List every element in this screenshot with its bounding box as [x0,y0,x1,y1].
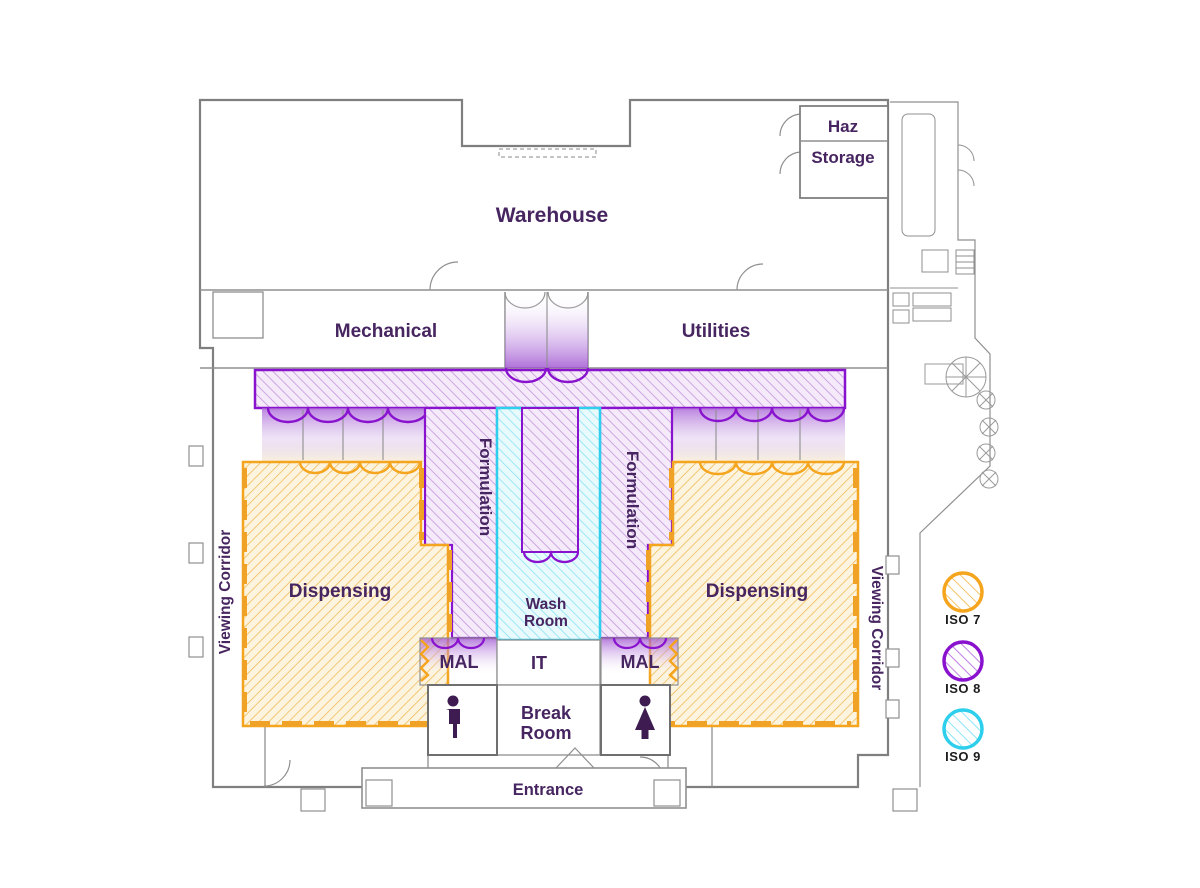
mal-left-starburst-border [419,639,430,682]
break-room-label-line2: Room [521,723,572,743]
wash-room-label-line1: Wash [526,596,567,613]
haz-label-line2: Storage [811,148,874,167]
utilities-label: Utilities [682,321,751,342]
mal-right-starburst-border [668,639,679,682]
formulation-left-label: Formulation [476,438,495,536]
female-restroom-icon [635,695,655,739]
restroom-women [600,684,671,756]
iso8-swatch-icon [942,640,984,682]
male-restroom-icon [446,695,460,738]
mechanical-label: Mechanical [335,321,437,342]
right-wing-equipment [890,113,975,324]
it-room [496,639,601,686]
haz-label-line1: Haz [828,117,858,136]
formulation-right-label: Formulation [623,451,642,549]
viewing-corridor-right-label: Viewing Corridor [868,566,885,691]
entrance-label: Entrance [513,781,584,799]
mal-right-label: MAL [621,652,660,672]
iso9-legend-label: ISO 9 [945,749,981,764]
tree-icons [976,390,999,489]
dispensing-left-label: Dispensing [289,581,391,602]
iso7-swatch-icon [942,571,984,613]
entrance-vestibule [361,747,687,809]
mal-right-room [600,637,679,686]
dispensing-right-room [648,460,860,728]
spiral-stair-icon [924,356,987,398]
wash-room [495,406,602,642]
mal-left-label: MAL [440,652,479,672]
viewing-corridor-left-label: Viewing Corridor [217,530,234,655]
iso8-legend-label: ISO 8 [945,681,981,696]
haz-storage-room [799,105,889,199]
legend-item-iso9: ISO 9 [942,708,984,764]
site-boundary [890,101,999,787]
iso7-legend-label: ISO 7 [945,612,981,627]
legend-item-iso7: ISO 7 [942,571,984,627]
dispensing-scallops [298,461,846,476]
room-labels: Warehouse Haz Storage Mechanical Utiliti… [217,117,885,799]
break-room-label-line1: Break [521,703,572,723]
legend-item-iso8: ISO 8 [942,640,984,696]
restroom-men [427,684,498,756]
break-room [496,684,601,756]
it-label: IT [531,653,547,673]
iso9-swatch-icon [942,708,984,750]
legend: ISO 7 ISO 8 ISO 9 [942,571,984,764]
dispensing-right-label: Dispensing [706,581,808,602]
wash-room-label-line2: Room [524,613,568,630]
warehouse-label: Warehouse [496,204,608,227]
viewing-windows [242,468,858,726]
building-outline [198,98,890,789]
iso8-corridor [253,292,847,462]
pilasters [188,445,918,812]
